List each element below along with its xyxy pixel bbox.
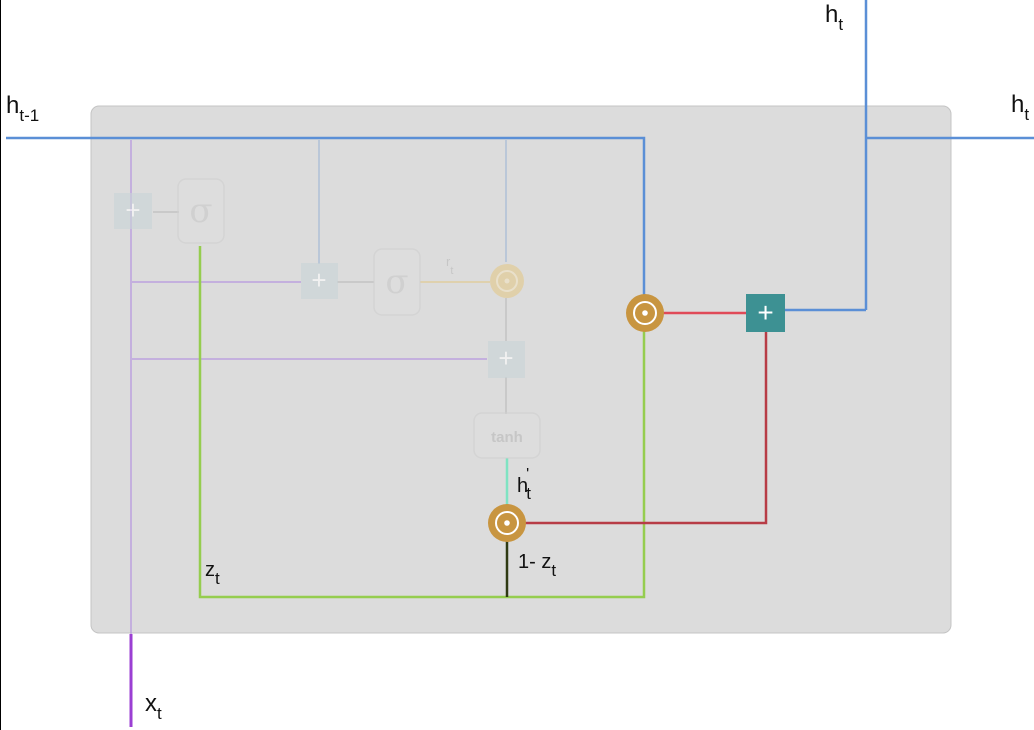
candidate-sum-node (488, 341, 525, 378)
tanh-label: tanh (491, 429, 523, 446)
reset-multiply-dot (504, 278, 510, 284)
reset-sigma-symbol: σ (385, 262, 408, 302)
label-one-minus-z: 1- zt (518, 551, 556, 580)
label-h-right: ht (1011, 91, 1029, 124)
hidden-multiply-ring (633, 301, 657, 325)
label-h-prev: ht-1 (6, 92, 39, 125)
output-sum-node (746, 294, 785, 332)
candidate-multiply-dot (504, 520, 510, 526)
label-h-top: ht (825, 1, 843, 34)
hidden-state-prev-line (6, 136, 646, 296)
candidate-multiply-ring (495, 511, 519, 535)
reset-multiply-ring (496, 270, 518, 292)
output-sum-symbol: + (757, 297, 773, 328)
update-gate-line (198, 246, 646, 599)
reset-sum-symbol: + (311, 265, 326, 295)
update-sum-symbol: + (125, 195, 140, 225)
candidate-sum-symbol: + (498, 343, 513, 373)
reset-sigma-node (373, 248, 421, 316)
label-candidate: h't (517, 466, 531, 503)
hidden-multiply-dot (642, 310, 648, 316)
candidate-multiply-to-sum-line (525, 331, 768, 525)
reset-sum-node (301, 263, 338, 299)
tanh-node (473, 412, 541, 459)
label-z-gate: zt (205, 559, 220, 588)
update-sum-node (114, 193, 152, 229)
faded-gates: + σ + σ + tanh rt (114, 178, 541, 459)
reset-gate-label: rt (446, 254, 453, 277)
update-sigma-node (177, 178, 225, 244)
label-x-input: xt (145, 690, 162, 723)
update-sigma-symbol: σ (189, 191, 212, 231)
